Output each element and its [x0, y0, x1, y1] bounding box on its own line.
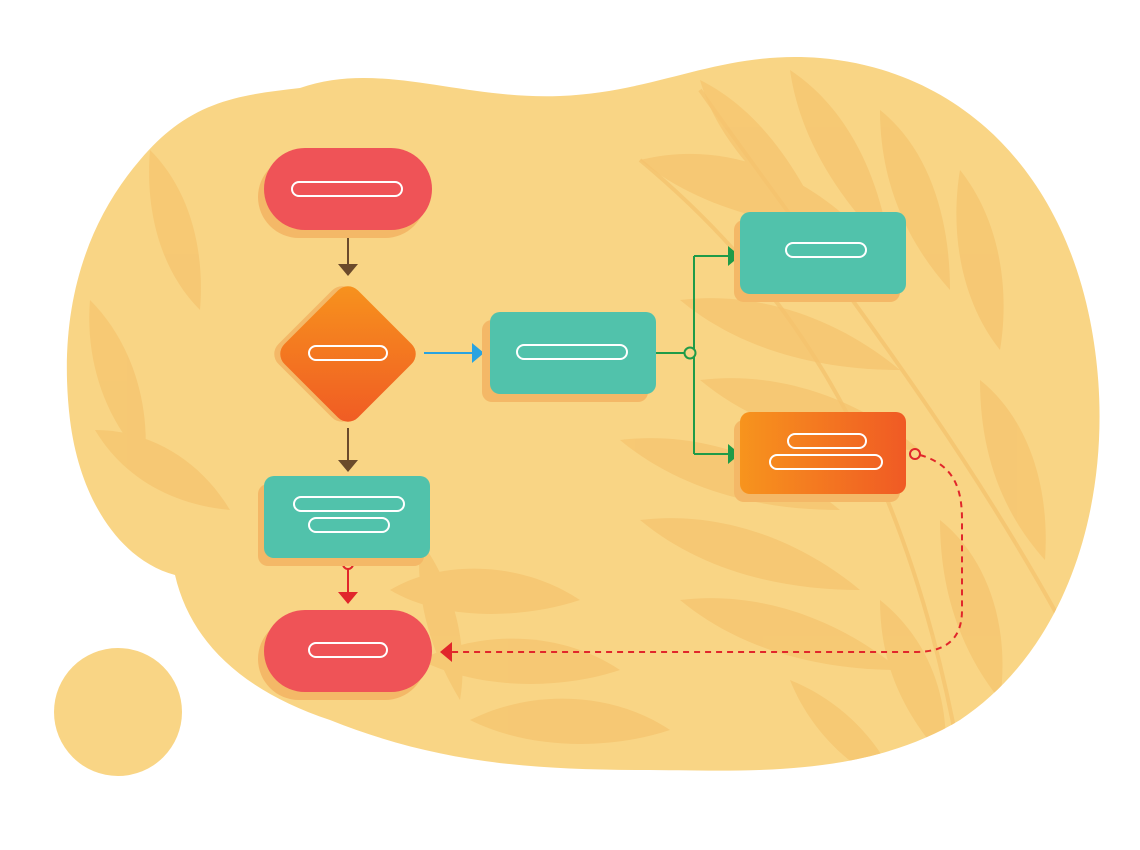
process-top-right-label-placeholder [785, 242, 867, 258]
node-end-terminal[interactable] [258, 610, 432, 700]
edge-decision-to-process-left [338, 428, 358, 472]
start-label-placeholder [291, 181, 403, 197]
node-process-top-right[interactable] [734, 212, 906, 302]
node-process-main[interactable] [482, 312, 656, 402]
process-bottom-right-label-line2 [769, 454, 883, 470]
process-left-label-line1 [293, 496, 405, 512]
decorative-circle [54, 648, 182, 776]
leaf-stems [638, 88, 1062, 761]
process-main-label-placeholder [516, 344, 628, 360]
end-label-placeholder [308, 642, 388, 658]
process-bottom-right-label-line1 [787, 433, 867, 449]
node-process-bottom-right[interactable] [734, 412, 906, 502]
decision-label-placeholder [308, 345, 388, 361]
edge-decision-to-process-main [424, 343, 484, 363]
node-process-left[interactable] [258, 476, 430, 566]
node-decision-diamond[interactable] [268, 280, 421, 427]
node-start-terminal[interactable] [258, 148, 432, 238]
process-left-label-line2 [308, 517, 390, 533]
edge-process-bottom-right-to-end [440, 448, 963, 662]
